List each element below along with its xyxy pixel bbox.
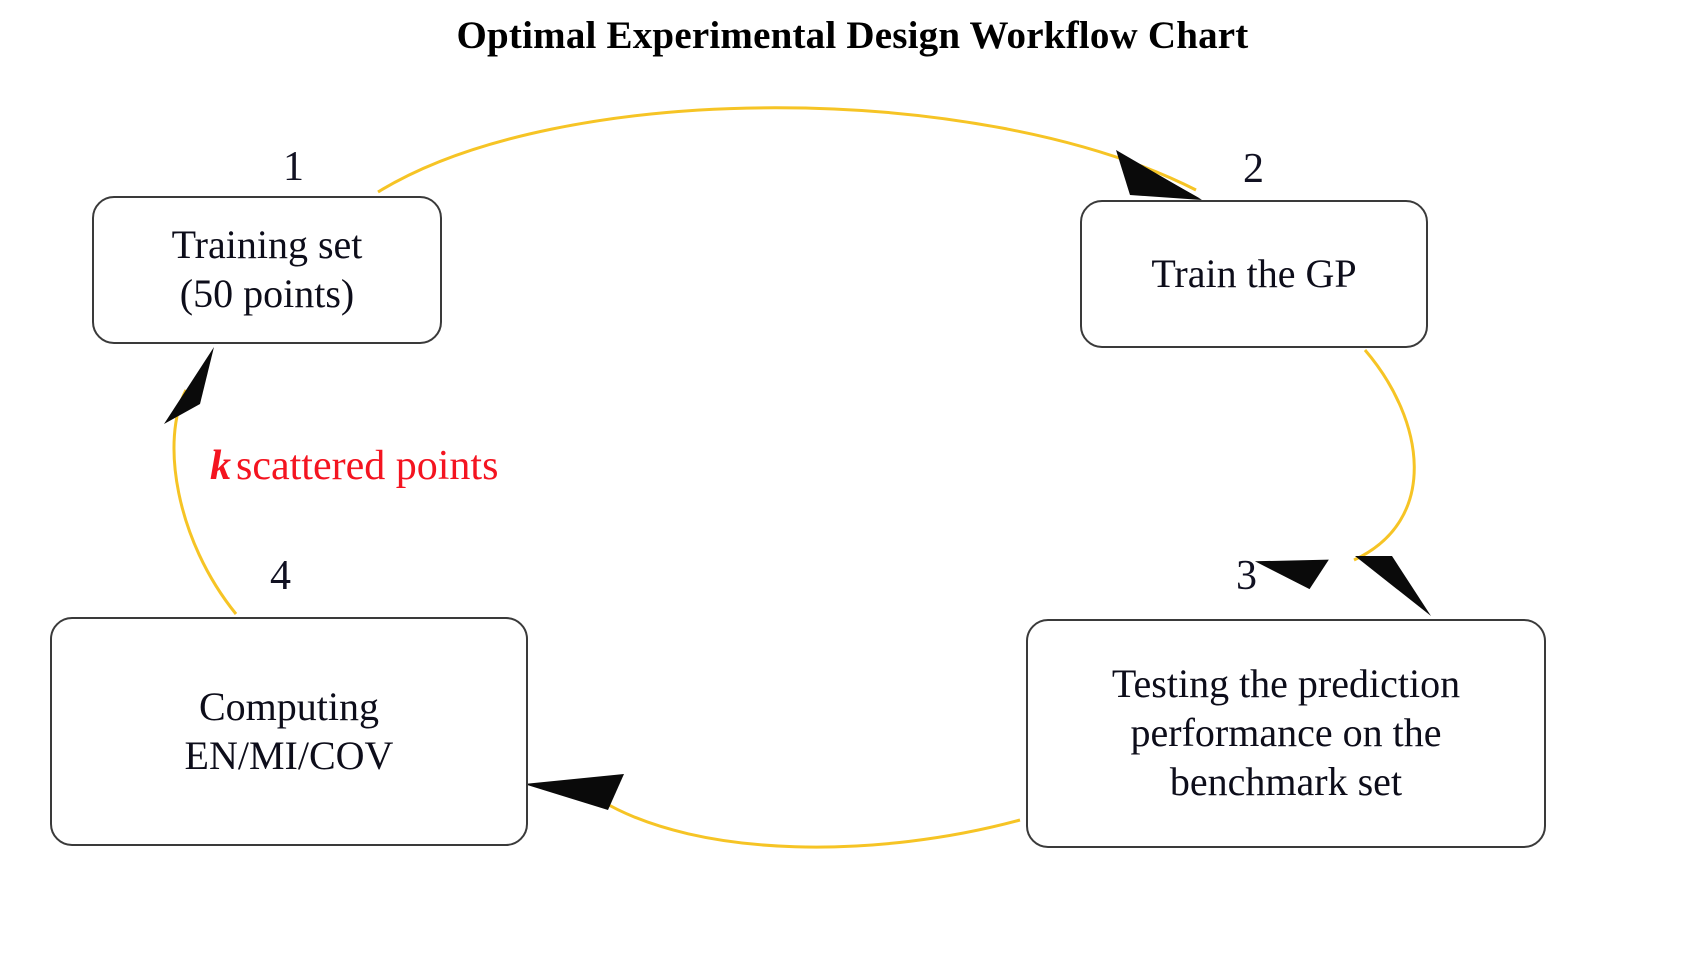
edge-4-to-1-arrowhead bbox=[164, 347, 214, 424]
node-3-line-1: Testing the prediction bbox=[1111, 661, 1461, 707]
edge-2-to-3-arrowhead bbox=[1254, 559, 1329, 590]
node-train-the-gp[interactable]: Train the GP bbox=[1080, 200, 1428, 348]
edge-1-to-2-curve bbox=[377, 106, 1197, 194]
page-title: Optimal Experimental Design Workflow Cha… bbox=[456, 14, 1249, 57]
step-number-3: 3 bbox=[1236, 553, 1257, 599]
k-label-text: scattered points bbox=[236, 443, 499, 489]
edge-4-to-1-curve bbox=[172, 389, 238, 615]
edge-1-to-2-arrowhead bbox=[1117, 152, 1201, 199]
node-computing-en-mi-cov[interactable]: Computing EN/MI/COV bbox=[50, 617, 528, 846]
node-training-set[interactable]: Training set (50 points) bbox=[92, 196, 442, 344]
k-symbol: k bbox=[210, 443, 231, 489]
node-4-line-1: Computing bbox=[198, 683, 380, 729]
edge-2-to-3-arrowhead-solid bbox=[1355, 556, 1431, 616]
edge-2-to-3-curve bbox=[1353, 349, 1416, 562]
node-testing-prediction-performance[interactable]: Testing the prediction performance on th… bbox=[1026, 619, 1546, 848]
edge-3-to-4-curve bbox=[599, 798, 1021, 849]
step-number-2: 2 bbox=[1243, 146, 1264, 192]
node-3-line-3: benchmark set bbox=[1169, 758, 1403, 804]
node-1-line-2: (50 points) bbox=[179, 271, 355, 316]
step-number-1: 1 bbox=[283, 144, 304, 190]
step-number-4: 4 bbox=[270, 553, 291, 599]
node-1-line-1: Training set bbox=[171, 222, 363, 268]
node-2-line-1: Train the GP bbox=[1151, 250, 1357, 296]
node-4-line-2: EN/MI/COV bbox=[184, 732, 394, 778]
node-3-line-2: performance on the bbox=[1130, 710, 1442, 756]
edge-3-to-4-arrowhead bbox=[524, 774, 624, 810]
edge-1-to-2-arrowhead-solid bbox=[1116, 150, 1202, 200]
